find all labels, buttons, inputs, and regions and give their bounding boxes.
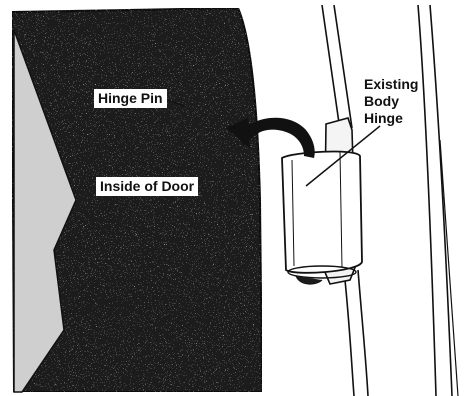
existing-body-hinge-line-3: Hinge xyxy=(364,110,418,127)
existing-body-hinge-line-2: Body xyxy=(364,93,418,110)
existing-body-hinge-label: Existing Body Hinge xyxy=(364,76,418,127)
body-pillar-line xyxy=(418,5,436,396)
body-pillar-line xyxy=(440,140,458,396)
existing-body-hinge-line-1: Existing xyxy=(364,76,418,93)
hinge-pin-label: Hinge Pin xyxy=(94,89,167,108)
body-pillar-line xyxy=(345,280,354,396)
body-pillar-line xyxy=(430,5,452,396)
inside-of-door-label: Inside of Door xyxy=(96,177,198,196)
body-pillar-line xyxy=(358,270,368,396)
